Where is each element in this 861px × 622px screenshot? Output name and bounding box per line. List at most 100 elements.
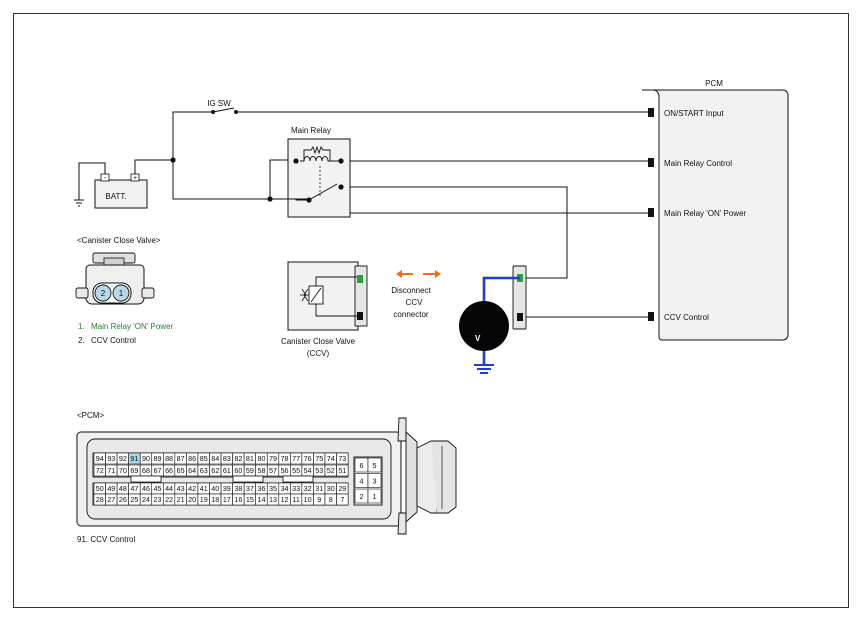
pcm-pin-number: 45: [154, 484, 162, 493]
pcm-pin-number: 91: [130, 454, 138, 463]
pcm-pin-number: 50: [96, 484, 104, 493]
pcm-pin-number: 52: [327, 466, 335, 475]
pcm-pin-number: 19: [200, 495, 208, 504]
pcm-pin-number: 40: [211, 484, 219, 493]
disconnect-arrows: Disconnect CCV connector: [391, 270, 441, 319]
pcm-pin-number: 59: [246, 466, 254, 475]
ccv-legend-2-text: CCV Control: [91, 336, 136, 345]
pcm-pin-number: 69: [130, 466, 138, 475]
pcm-pin-number: 90: [142, 454, 150, 463]
pcm-pin-number: 12: [281, 495, 289, 504]
pcm-pin-number: 32: [304, 484, 312, 493]
pcm-pin-number: 17: [223, 495, 231, 504]
ccv-component: Canister Close Valve (CCV): [281, 261, 368, 358]
pcm-pin-number: 11: [292, 495, 299, 504]
pcm-pin-number: 13: [269, 495, 277, 504]
pcm-pin-number: 87: [177, 454, 185, 463]
ccv-legend-1-num: 1.: [78, 322, 85, 331]
main-relay-label: Main Relay: [291, 126, 331, 135]
pcm-pin-number: 63: [200, 466, 208, 475]
ccv-connector-pin-1: 1: [119, 289, 124, 298]
disconnect-note-line3: connector: [393, 310, 428, 319]
battery: - + BATT.: [94, 173, 148, 209]
ccv-connector-view: <Canister Close Valve> 2 1 1. Main Relay…: [75, 236, 174, 345]
disconnect-note-line2: CCV: [406, 298, 424, 307]
ccv-label-line2: (CCV): [307, 349, 330, 358]
ccv-legend-2-num: 2.: [78, 336, 85, 345]
pcm-pin-number: 25: [130, 495, 138, 504]
pcm-pin-number: 79: [269, 454, 277, 463]
pcm-pin-number: 47: [130, 484, 138, 493]
pcm-pin-number: 46: [142, 484, 150, 493]
pcm-pin-number: 86: [188, 454, 196, 463]
pcm-pin-number: 82: [234, 454, 242, 463]
pcm-pin-number: 23: [154, 495, 162, 504]
pcm-pin-number: 64: [188, 466, 196, 475]
pcm-pin-number: 77: [292, 454, 300, 463]
pcm-aux-pin-number: 1: [373, 492, 377, 501]
pcm-pin-number: 92: [119, 454, 127, 463]
ccv-legend-1-text: Main Relay 'ON' Power: [91, 322, 174, 331]
ig-sw-label: IG SW: [207, 99, 231, 108]
pcm-pin-number: 74: [327, 454, 335, 463]
pcm-pin-number: 78: [281, 454, 289, 463]
pcm-aux-pin-number: 5: [373, 461, 377, 470]
pcm-pin-number: 71: [107, 466, 115, 475]
pcm-pin-number: 29: [338, 484, 346, 493]
pcm-pin-number: 75: [315, 454, 323, 463]
pcm-pin-main-relay-on-power: Main Relay 'ON' Power: [664, 209, 747, 218]
pcm-pin-number: 10: [304, 495, 312, 504]
pcm-pin-number: 8: [329, 495, 333, 504]
voltmeter-label: V: [475, 334, 481, 343]
pcm-pin-ccv-control: CCV Control: [664, 313, 709, 322]
pcm-pin-number: 76: [304, 454, 312, 463]
pcm-pin-number: 61: [223, 466, 231, 475]
pcm-pin-number: 28: [96, 495, 104, 504]
pcm-aux-pin-number: 6: [360, 461, 364, 470]
pcm-pin-number: 14: [257, 495, 265, 504]
pcm-pin-number: 18: [211, 495, 219, 504]
pcm-pin-number: 27: [107, 495, 115, 504]
pcm-pin-main-relay-control: Main Relay Control: [664, 159, 732, 168]
pcm-pin-number: 30: [327, 484, 335, 493]
pcm-pin-on-start-input: ON/START Input: [664, 109, 724, 118]
pcm-pin-number: 93: [107, 454, 115, 463]
pcm-pin-number: 16: [234, 495, 242, 504]
pcm-footnote: 91. CCV Control: [77, 535, 135, 544]
pcm-aux-cell: [367, 457, 382, 473]
main-relay: Main Relay: [270, 126, 351, 218]
pcm-pin-number: 60: [234, 466, 242, 475]
pcm-pin-number: 49: [107, 484, 115, 493]
pcm-pin-number: 94: [96, 454, 104, 463]
pcm-module: PCM ON/START Input Main Relay Control Ma…: [642, 79, 789, 341]
pcm-pin-number: 48: [119, 484, 127, 493]
pcm-pin-number: 41: [200, 484, 208, 493]
pcm-pin-number: 54: [304, 466, 312, 475]
pcm-pin-number: 26: [119, 495, 127, 504]
pcm-pin-number: 51: [338, 466, 346, 475]
pcm-pin-number: 55: [292, 466, 300, 475]
ignition-switch: IG SW: [207, 99, 238, 114]
pcm-pin-number: 57: [269, 466, 277, 475]
pcm-pin-number: 35: [269, 484, 277, 493]
pcm-pin-number: 38: [234, 484, 242, 493]
pcm-pin-number: 58: [257, 466, 265, 475]
pcm-pin-number: 44: [165, 484, 173, 493]
harness-connector: [512, 265, 527, 330]
pcm-aux-pin-number: 4: [360, 477, 364, 486]
pcm-pin-number: 67: [154, 466, 162, 475]
pcm-pin-number: 80: [257, 454, 265, 463]
pcm-pin-number: 33: [292, 484, 300, 493]
pcm-pin-number: 88: [165, 454, 173, 463]
pcm-pin-number: 70: [119, 466, 127, 475]
voltmeter: V: [459, 276, 520, 374]
pcm-pin-number: 34: [281, 484, 289, 493]
pcm-connector-title: <PCM>: [77, 411, 104, 420]
pcm-pin-number: 62: [211, 466, 219, 475]
pcm-pin-cell: [336, 452, 349, 465]
pcm-pin-number: 37: [246, 484, 254, 493]
